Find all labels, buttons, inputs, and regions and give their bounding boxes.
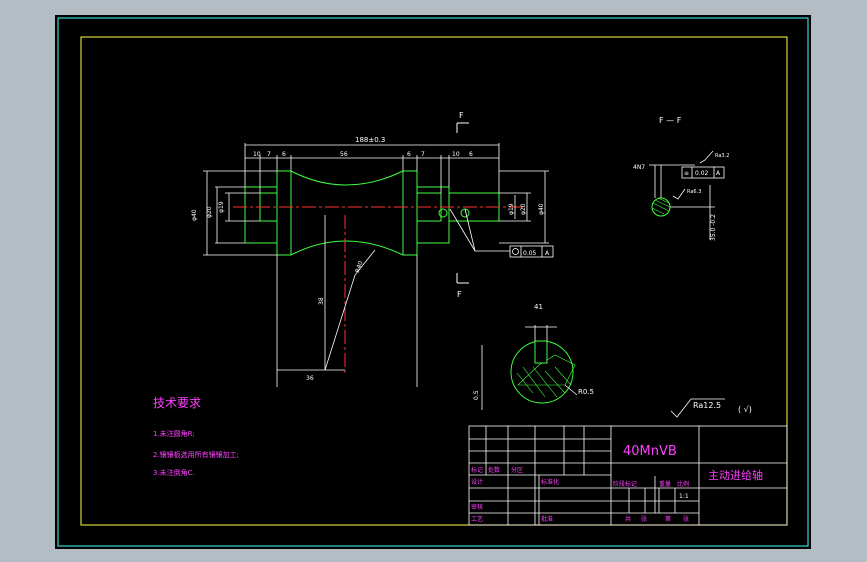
dim-seg-10: 10	[253, 151, 261, 158]
dim-overall-length: 188±0.3	[355, 136, 385, 144]
section-cut-marks	[456, 122, 469, 284]
section-mark-bottom: F	[457, 290, 462, 299]
tolerance-frame-circularity: 0.05 A	[509, 245, 554, 258]
tb-sheet-unit2: 张	[683, 515, 689, 523]
sheet-outer-border	[57, 17, 809, 547]
dim-d20-right: φ20	[520, 203, 527, 215]
section-ff-view: ≡ 0.02 A Ra3.2 Ra6.3	[649, 150, 729, 240]
tol-circ-value: 0.05	[523, 250, 537, 257]
tb-label-mark: 标记	[471, 466, 483, 474]
title-block	[468, 425, 788, 526]
drawing-frame	[80, 36, 788, 526]
part-title: 主动进给轴	[708, 468, 763, 482]
tb-label-zone: 分区	[511, 466, 523, 474]
dim-d40-left: φ40	[191, 209, 198, 221]
surface-finish-value: Ra12.5	[693, 401, 721, 410]
surface-finish-other: ( √)	[738, 405, 752, 414]
ra-key-side: Ra6.3	[687, 189, 701, 195]
tech-req-item-1: 1.未注圆角R;	[153, 429, 195, 438]
dim-d20-left: φ20	[206, 206, 213, 218]
detail-dim-05: 0.5	[473, 390, 480, 400]
keyway-depth: 35.0 -0.2	[710, 214, 717, 241]
detail-dim-r05: R0.5	[578, 388, 594, 396]
tb-sheet-num: 第	[665, 515, 671, 523]
tb-weight: 重量	[659, 480, 671, 488]
tol-sym-value: 0.02	[695, 170, 709, 177]
tb-label-approve: 批准	[541, 515, 553, 523]
tech-req-item-3: 3.未注倒角C.	[153, 468, 195, 477]
tb-label-standard: 标准化	[541, 478, 559, 486]
tb-label-review: 审核	[471, 503, 483, 511]
tb-scale-value: 1:1	[679, 493, 689, 500]
material-name: 40MnVB	[623, 444, 677, 459]
cad-canvas[interactable]: 188±0.3 10 7 6 56 6 7 10 6 φ40 φ20 φ19 φ…	[55, 15, 811, 549]
section-label: F — F	[659, 116, 682, 125]
tb-label-design: 设计	[471, 478, 483, 486]
shaft-main-view	[244, 170, 500, 256]
drawing-sheet: 188±0.3 10 7 6 56 6 7 10 6 φ40 φ20 φ19 φ…	[57, 17, 809, 547]
surface-finish-symbol	[670, 398, 725, 418]
section-mark-top: F	[459, 111, 464, 120]
detail-view	[481, 325, 578, 410]
keyway-width: 4N7	[633, 164, 645, 171]
dim-seg-6c: 6	[469, 151, 473, 158]
dim-38: 38	[318, 297, 325, 305]
dim-seg-56: 56	[340, 151, 348, 158]
tb-label-process: 工艺	[471, 515, 483, 523]
tb-stage-mark: 阶段标记	[613, 480, 637, 488]
tb-sheet-total: 共	[625, 515, 631, 523]
dim-seg-7b: 7	[421, 151, 425, 158]
tb-label-count: 处数	[488, 466, 500, 474]
detail-dim-41: 41	[534, 303, 543, 311]
tech-req-item-2: 2.镶镶板选用所有镶镶加工;	[153, 450, 239, 459]
dimension-lines	[203, 143, 549, 387]
dim-seg-6: 6	[282, 151, 286, 158]
svg-text:≡: ≡	[684, 170, 689, 177]
dim-d40-right: φ40	[538, 203, 545, 215]
dim-seg-10b: 10	[452, 151, 460, 158]
tb-sheet-unit: 张	[641, 515, 647, 523]
dim-r40: R40	[354, 260, 364, 274]
ra-key-top: Ra3.2	[715, 153, 729, 159]
dim-seg-6b: 6	[407, 151, 411, 158]
dim-36: 36	[306, 375, 314, 382]
tech-req-heading: 技术要求	[153, 396, 201, 410]
tol-circ-datum: A	[545, 250, 550, 257]
dim-seg-7: 7	[267, 151, 271, 158]
tb-scale-label: 比例	[677, 480, 689, 488]
dim-d19-left: φ19	[218, 201, 225, 213]
dim-d19-right: φ19	[508, 203, 515, 215]
tol-sym-datum: A	[716, 170, 721, 177]
